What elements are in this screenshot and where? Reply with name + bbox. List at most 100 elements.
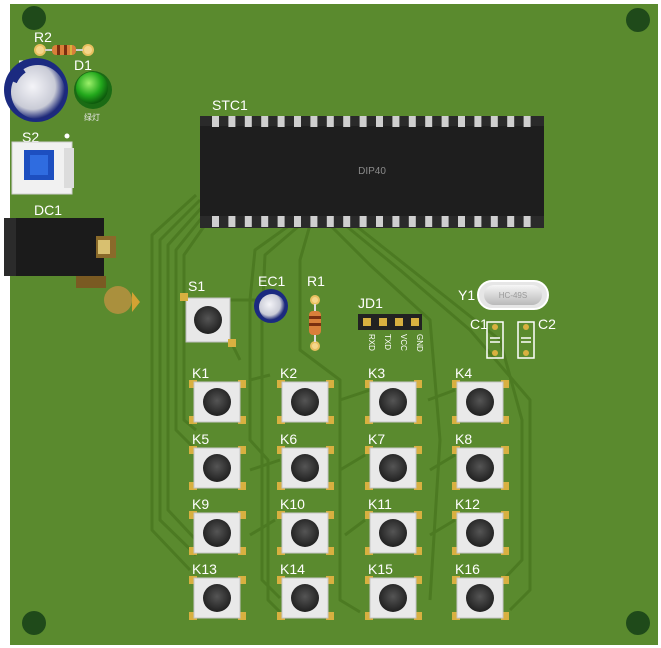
ic-pin <box>359 116 367 127</box>
ic-pin <box>326 216 334 227</box>
key-label: K16 <box>455 561 480 577</box>
jd1-pin-label: VCC <box>399 334 408 351</box>
key-k9[interactable] <box>189 511 246 555</box>
key-k16[interactable] <box>452 576 509 620</box>
mounting-hole-bl <box>22 611 46 635</box>
ic-pin <box>408 116 416 127</box>
key-k7[interactable] <box>365 446 422 490</box>
jd1-pin-labels: RXD TXD VCC GND <box>367 334 424 352</box>
ic-pin <box>244 116 252 127</box>
ic-pin <box>212 116 219 127</box>
button-s1[interactable] <box>180 293 236 347</box>
header-jd1[interactable] <box>358 314 422 330</box>
ic-pin <box>310 216 318 227</box>
ic-pin <box>261 216 269 227</box>
key-k10[interactable] <box>277 511 334 555</box>
key-k5[interactable] <box>189 446 246 490</box>
ic-pin <box>441 116 449 127</box>
crystal-body-text: HC-49S <box>499 291 527 300</box>
ic-pin <box>294 116 301 127</box>
key-label: K8 <box>455 431 472 447</box>
jd1-pin-label: RXD <box>367 334 376 351</box>
ic-pin <box>425 216 433 227</box>
key-label: K15 <box>368 561 393 577</box>
ic-pin <box>523 216 531 227</box>
ic-body-text: DIP40 <box>358 166 386 177</box>
key-label: K2 <box>280 365 297 381</box>
ic-pin <box>474 216 482 227</box>
label-r2: R2 <box>34 29 52 45</box>
resistor-r2 <box>34 44 94 56</box>
key-label: K11 <box>368 496 392 512</box>
label-c2: C2 <box>538 316 556 332</box>
label-d1: D1 <box>74 57 92 73</box>
ic-pin <box>458 116 465 127</box>
label-y1: Y1 <box>458 287 475 303</box>
label-dc1: DC1 <box>34 202 62 218</box>
ic-pin <box>359 216 367 227</box>
ic-pin <box>326 116 334 127</box>
key-label: K7 <box>368 431 385 447</box>
key-k2[interactable] <box>277 380 334 424</box>
ic-pin <box>310 116 318 127</box>
key-k12[interactable] <box>452 511 509 555</box>
ic-pin <box>458 216 465 227</box>
test-pad <box>104 286 132 314</box>
ic-pin <box>490 216 498 227</box>
ic-pin <box>507 116 515 127</box>
copper-traces <box>150 193 532 614</box>
capacitor-ec2 <box>4 58 68 122</box>
dc-jack-dc1 <box>4 218 116 288</box>
key-k1[interactable] <box>189 380 246 424</box>
key-k3[interactable] <box>365 380 422 424</box>
test-pad-arrow <box>132 292 140 312</box>
ic-pin <box>277 216 285 227</box>
pcb-substrate <box>10 4 658 645</box>
ic-pin <box>244 216 252 227</box>
ic-pin <box>392 116 400 127</box>
label-d1-note: 绿灯 <box>84 112 100 122</box>
key-k6[interactable] <box>277 446 334 490</box>
s2-pin1-dot <box>64 133 70 139</box>
ic-pin <box>277 116 285 127</box>
label-jd1: JD1 <box>358 295 383 311</box>
ic-pin <box>392 216 400 227</box>
ic-pin <box>474 116 482 127</box>
key-label: K3 <box>368 365 385 381</box>
mounting-hole-tr <box>626 8 650 32</box>
label-stc1: STC1 <box>212 97 248 113</box>
jd1-pin-label: GND <box>415 334 424 352</box>
ic-pin <box>376 116 383 127</box>
ic-pin <box>490 116 498 127</box>
label-ec1: EC1 <box>258 273 285 289</box>
ic-pin <box>507 216 515 227</box>
ic-pin <box>228 116 236 127</box>
key-k8[interactable] <box>452 446 509 490</box>
key-label: K13 <box>192 561 217 577</box>
ic-pin <box>441 216 449 227</box>
key-k15[interactable] <box>365 576 422 620</box>
ic-pin <box>408 216 416 227</box>
key-k4[interactable] <box>452 380 509 424</box>
switch-s2 <box>11 141 74 195</box>
mounting-hole-br <box>626 611 650 635</box>
ic-pin <box>343 116 351 127</box>
label-s1: S1 <box>188 278 205 294</box>
capacitor-ec1 <box>254 289 288 323</box>
key-k11[interactable] <box>365 511 422 555</box>
key-label: K4 <box>455 365 472 381</box>
key-k14[interactable] <box>277 576 334 620</box>
key-k13[interactable] <box>189 576 246 620</box>
key-label: K12 <box>455 496 480 512</box>
label-r1: R1 <box>307 273 325 289</box>
resistor-r1 <box>309 295 321 351</box>
label-c1: C1 <box>470 316 488 332</box>
capacitor-c2 <box>517 321 535 359</box>
ic-pin <box>343 216 351 227</box>
ic-stc1[interactable]: DIP40 <box>200 116 544 228</box>
ic-pin <box>294 216 301 227</box>
key-label: K1 <box>192 365 209 381</box>
mounting-hole-tl <box>22 6 46 30</box>
